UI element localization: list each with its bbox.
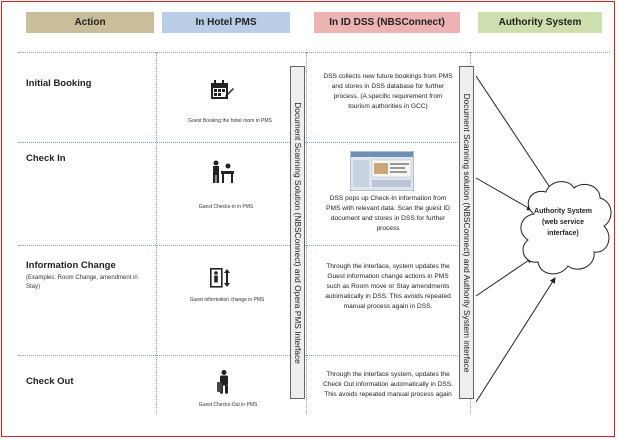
grid-line — [18, 142, 470, 143]
pms-caption-check-in: Guest Checks-in in PMS — [198, 204, 254, 210]
row-subtitle-information-change: (Examples: Room Change, amendment in Sta… — [26, 275, 138, 290]
grid-line — [306, 52, 307, 414]
interface-bar-pms: Document Scanning Solution (NBSConnect) … — [290, 66, 305, 399]
dss-screenshot-thumbnail — [350, 151, 414, 191]
dss-text-information-change: Through the interface, system updates th… — [325, 263, 451, 310]
calendar-edit-icon — [211, 80, 234, 99]
arrow-booking — [475, 75, 554, 193]
row-title-information-change: Information Change — [26, 260, 116, 271]
header-authority: Authority System — [478, 12, 602, 33]
row-title-initial-booking: Initial Booking — [26, 78, 92, 89]
arrow-information-change — [475, 257, 533, 297]
room-change-icon — [210, 268, 230, 288]
grid-line — [156, 52, 157, 414]
header-action: Action — [26, 12, 154, 33]
arrow-check-out — [475, 277, 556, 403]
grid-line — [18, 52, 610, 53]
dss-text-booking: DSS collects new future bookings from PM… — [323, 73, 453, 110]
arrow-check-in — [475, 177, 533, 211]
dss-text-check-in: DSS pops up Check-In information from PM… — [326, 195, 450, 232]
check-in-desk-icon — [213, 160, 234, 183]
grid-line — [18, 245, 470, 246]
header-dss: In ID DSS (NBSConnect) — [314, 12, 460, 33]
pms-caption-check-out: Guest Checks-Out in PMS — [198, 402, 258, 408]
dss-text-check-out: Through the interface system, updates th… — [322, 371, 454, 398]
grid-line — [18, 355, 470, 356]
interface-bar-authority: Document Scanning solution (NBSConnect) … — [459, 66, 474, 399]
luggage-icon — [217, 370, 228, 394]
row-title-check-out: Check Out — [26, 376, 74, 387]
row-title-check-in: Check In — [26, 153, 66, 164]
authority-cloud-label: Authority System (web service interface) — [534, 208, 592, 237]
authority-cloud-shape — [520, 181, 612, 275]
pms-caption-booking: Guest Booking the hotel room in PMS — [188, 118, 272, 124]
header-pms: In Hotel PMS — [162, 12, 290, 33]
pms-caption-information-change: Guest information change in PMS — [189, 297, 265, 303]
